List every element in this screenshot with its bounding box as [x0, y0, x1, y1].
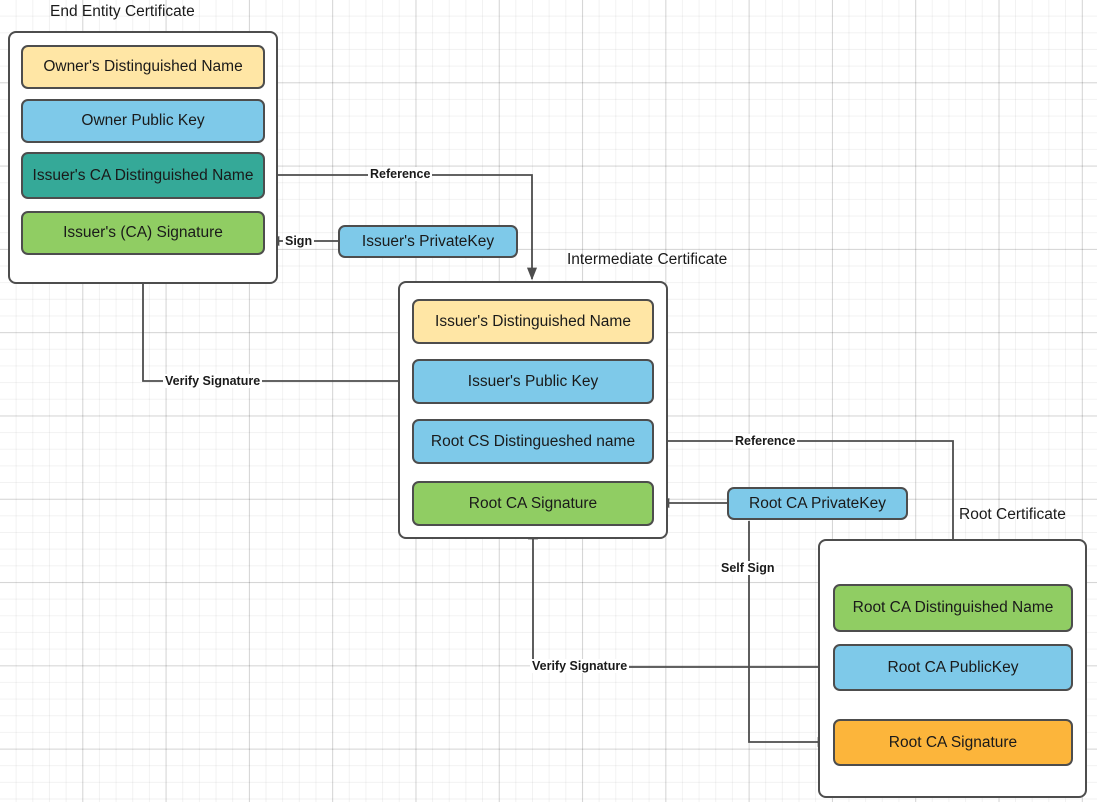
edge-label-reference-lower: Reference: [733, 434, 798, 448]
edge-label-verify-signature-upper: Verify Signature: [163, 374, 263, 388]
edge-label-reference-top: Reference: [368, 167, 433, 181]
field-issuers-ca-signature[interactable]: Issuer's (CA) Signature: [21, 211, 265, 255]
field-issuers-distinguished-name[interactable]: Issuer's Distinguished Name: [412, 299, 654, 344]
field-issuers-public-key[interactable]: Issuer's Public Key: [412, 359, 654, 404]
field-owners-distinguished-name[interactable]: Owner's Distinguished Name: [21, 45, 265, 89]
key-root-ca-privatekey[interactable]: Root CA PrivateKey: [727, 487, 908, 520]
edge-label-self-sign: Self Sign: [719, 561, 777, 575]
heading-root-certificate: Root Certificate: [959, 506, 1066, 523]
edge-verify-signature-lower: [527, 526, 833, 668]
field-root-ca-signature[interactable]: Root CA Signature: [833, 719, 1073, 766]
field-root-ca-distinguished-name[interactable]: Root CA Distinguished Name: [833, 584, 1073, 632]
edge-label-verify-signature-lower: Verify Signature: [530, 659, 630, 673]
edge-self-sign: [748, 521, 831, 748]
field-intermediate-root-ca-signature[interactable]: Root CA Signature: [412, 481, 654, 526]
field-issuers-ca-distinguished-name[interactable]: Issuer's CA Distinguished Name: [21, 152, 265, 199]
edge-label-sign: Sign: [283, 234, 315, 248]
heading-intermediate-certificate: Intermediate Certificate: [567, 251, 728, 268]
field-owner-public-key[interactable]: Owner Public Key: [21, 99, 265, 143]
field-root-ca-publickey[interactable]: Root CA PublicKey: [833, 644, 1073, 691]
field-root-cs-distingueshed-name[interactable]: Root CS Distingueshed name: [412, 419, 654, 464]
key-issuers-privatekey[interactable]: Issuer's PrivateKey: [338, 225, 518, 258]
heading-end-entity-certificate: End Entity Certificate: [50, 3, 195, 20]
